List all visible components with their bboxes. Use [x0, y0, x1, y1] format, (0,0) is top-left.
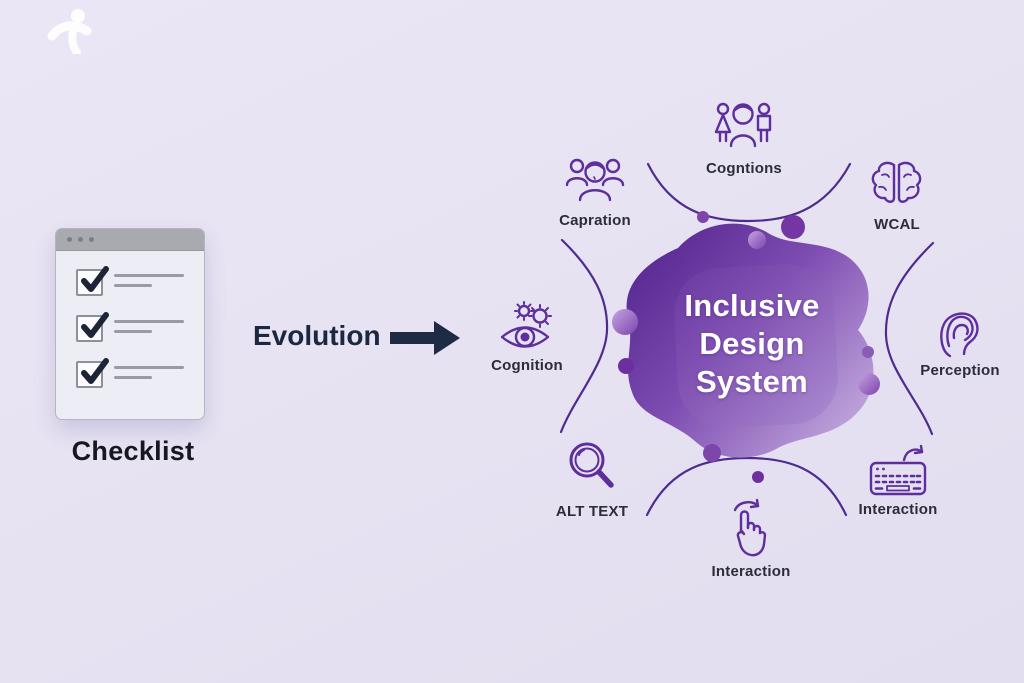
window-dot-icon — [78, 237, 83, 242]
checklist-row — [76, 358, 186, 389]
text-line — [114, 284, 152, 287]
checklist-row — [76, 312, 186, 343]
node-label-cogntions: Cogntions — [706, 160, 782, 177]
node-label-cognition: Cognition — [491, 357, 563, 374]
eye-gears-icon — [496, 300, 558, 354]
people-group-icon — [563, 155, 627, 205]
node-label-wcal: WCAL — [874, 216, 920, 233]
checklist-row — [76, 266, 186, 297]
keyboard-icon — [866, 444, 930, 500]
window-dot-icon — [67, 237, 72, 242]
text-line — [114, 366, 184, 369]
text-line — [114, 274, 184, 277]
checklist-card-titlebar — [56, 229, 204, 251]
center-title: Inclusive Design System — [637, 287, 867, 401]
text-line — [114, 330, 152, 333]
node-label-interaction-touch: Interaction — [711, 563, 791, 580]
text-line — [114, 376, 152, 379]
brain-icon — [868, 158, 926, 208]
node-label-alt-text: ALT TEXT — [555, 503, 629, 520]
text-line — [114, 320, 184, 323]
node-label-perception: Perception — [920, 362, 1000, 379]
ear-icon — [936, 308, 982, 364]
checkbox-checked-icon — [76, 358, 109, 388]
people-trio-icon — [712, 100, 776, 152]
checkbox-checked-icon — [76, 312, 109, 342]
node-label-capration: Capration — [559, 212, 631, 229]
evolution-label: Evolution — [253, 320, 381, 351]
checklist-label: Checklist — [71, 436, 195, 466]
hand-tap-icon — [722, 498, 776, 558]
magnifier-icon — [564, 438, 618, 494]
right-arrow-icon — [390, 321, 460, 360]
center-title-line: Design — [699, 326, 805, 361]
checkbox-checked-icon — [76, 266, 109, 296]
center-title-line: Inclusive — [684, 288, 820, 323]
window-dot-icon — [89, 237, 94, 242]
accessibility-person-icon — [44, 6, 100, 59]
node-label-interaction-keyboard: Interaction — [858, 501, 938, 518]
checklist-card — [55, 228, 205, 420]
center-title-line: System — [695, 364, 809, 399]
